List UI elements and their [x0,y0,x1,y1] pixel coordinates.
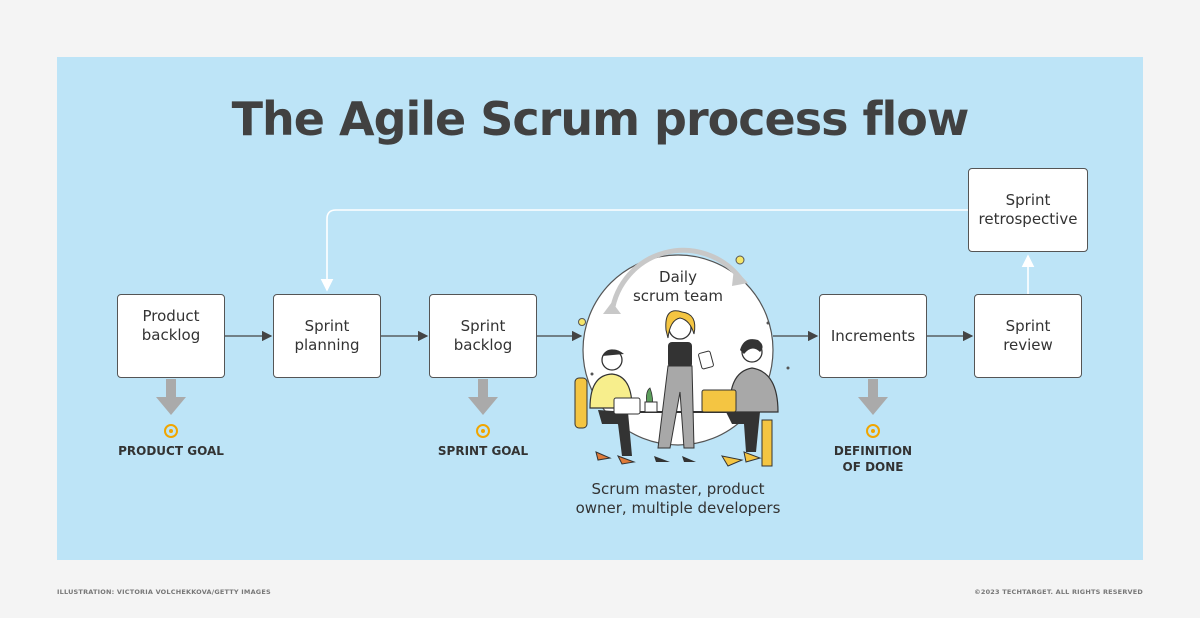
team-caption: Scrum master, product owner, multiple de… [575,480,781,517]
node-sprint-backlog-label: Sprint backlog [453,317,513,354]
node-product-backlog-label: Product backlog [141,307,201,344]
node-sprint-backlog: Sprint backlog [429,294,537,378]
node-increments-label: Increments [830,326,916,345]
goal-definition-of-done: DEFINITION OF DONE [833,444,913,474]
node-daily-scrum-label: Daily scrum team [632,268,724,305]
node-sprint-retrospective-label: Sprint retrospective [978,191,1078,228]
goal-target-icon-done [866,424,880,438]
footer-copyright: ©2023 TECHTARGET. ALL RIGHTS RESERVED [974,588,1143,596]
node-sprint-retrospective: Sprint retrospective [968,168,1088,252]
node-sprint-review-label: Sprint review [1003,317,1053,354]
node-increments: Increments [819,294,927,378]
diagram-title: The Agile Scrum process flow [231,92,970,146]
goal-target-icon-sprint [476,424,490,438]
goal-product: PRODUCT GOAL [118,444,224,458]
goal-sprint: SPRINT GOAL [437,444,529,458]
down-arrow-definition-of-done [858,379,888,415]
scrum-team-illustration [574,310,779,467]
node-sprint-planning: Sprint planning [273,294,381,378]
node-sprint-review: Sprint review [974,294,1082,378]
goal-target-icon-product [164,424,178,438]
down-arrow-product-goal [156,379,186,415]
arrow-retrospective-to-planning [320,209,968,292]
down-arrow-sprint-goal [468,379,498,415]
footer-credit: ILLUSTRATION: VICTORIA VOLCHEKKOVA/GETTY… [57,588,271,596]
node-sprint-planning-label: Sprint planning [294,317,360,354]
node-product-backlog: Product backlog [117,294,225,378]
